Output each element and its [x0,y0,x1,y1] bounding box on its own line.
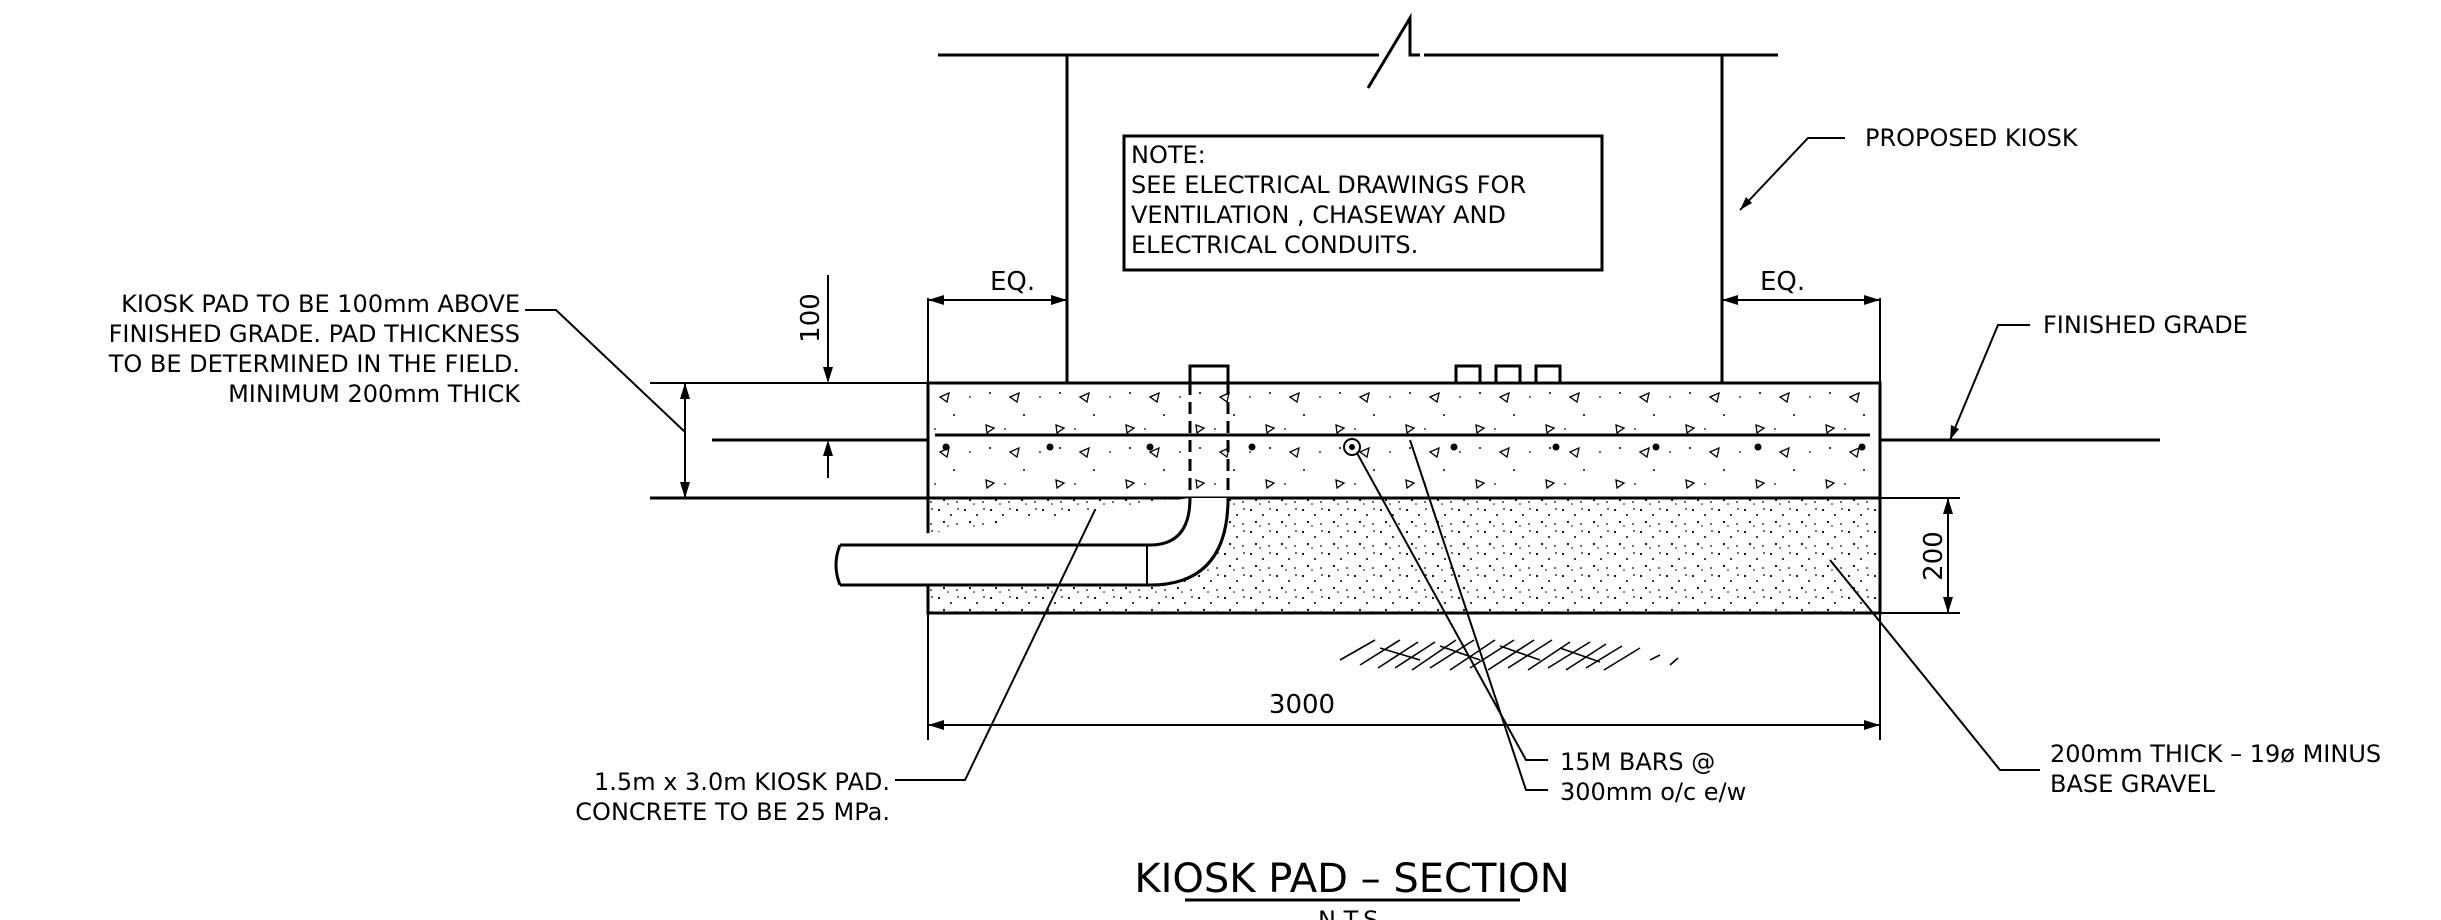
kiosk-stubs [1454,364,1562,385]
dimension-gravel-depth: 200 [1919,531,1949,581]
subgrade-hatch [1339,639,1679,671]
proposed-kiosk-outline [938,12,1778,383]
pad-size-line-2: CONCRETE TO BE 25 MPa. [575,798,890,826]
pad-height-line-2: FINISHED GRADE. PAD THICKNESS [109,320,520,348]
note-line-1: SEE ELECTRICAL DRAWINGS FOR [1131,171,1526,199]
callout-bars: 15M BARS @ 300mm o/c e/w [1560,748,1746,806]
pad-height-line-4: MINIMUM 200mm THICK [228,380,521,408]
dimension-pad-length: 3000 [1269,690,1335,720]
note-line-2: VENTILATION , CHASEWAY AND [1131,201,1506,229]
callout-finished-grade: FINISHED GRADE [2043,311,2248,339]
concrete-pad [926,364,1882,500]
rebar-dots [942,443,1866,451]
leader-lines [525,137,2040,791]
drawing-title-block: KIOSK PAD – SECTION N.T.S. [1134,856,1569,920]
dimension-above-grade: 100 [796,293,826,343]
rebar-section-marker [1343,438,1361,456]
note-line-3: ELECTRICAL CONDUITS. [1131,231,1418,259]
conduit [834,364,1230,587]
dimension-eq-left: EQ. [990,267,1035,297]
bars-line-1: 15M BARS @ [1560,748,1715,776]
dimension-lines [650,275,1960,740]
pad-height-line-1: KIOSK PAD TO BE 100mm ABOVE [121,290,520,318]
note-heading: NOTE: [1131,141,1206,169]
callout-gravel: 200mm THICK – 19ø MINUS BASE GRAVEL [2050,740,2381,798]
callout-pad-size: 1.5m x 3.0m KIOSK PAD. CONCRETE TO BE 25… [575,768,890,826]
drawing-scale: N.T.S. [1318,906,1386,920]
gravel-line-1: 200mm THICK – 19ø MINUS [2050,740,2381,768]
callout-proposed-kiosk: PROPOSED KIOSK [1865,124,2079,152]
pad-size-line-1: 1.5m x 3.0m KIOSK PAD. [594,768,890,796]
dimension-eq-right: EQ. [1760,267,1805,297]
callout-pad-height: KIOSK PAD TO BE 100mm ABOVE FINISHED GRA… [108,290,522,408]
pad-height-line-3: TO BE DETERMINED IN THE FIELD. [108,350,520,378]
finished-grade-lines [650,438,2160,500]
bars-line-2: 300mm o/c e/w [1560,778,1746,806]
gravel-line-2: BASE GRAVEL [2050,770,2216,798]
note-box: NOTE: SEE ELECTRICAL DRAWINGS FOR VENTIL… [1122,134,1604,272]
drawing-title: KIOSK PAD – SECTION [1134,856,1569,902]
